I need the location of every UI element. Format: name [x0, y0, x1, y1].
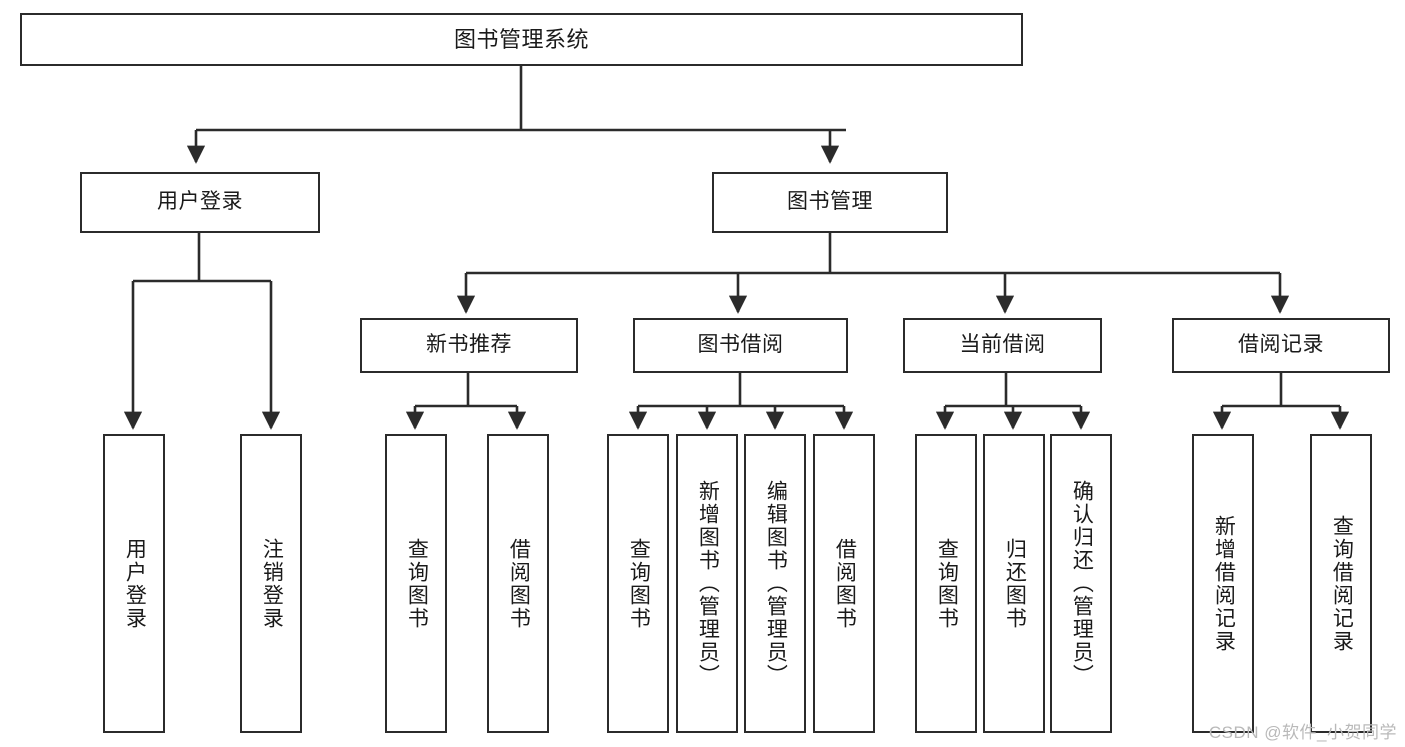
node-book-manage-label: 图书管理: [787, 190, 873, 214]
node-book-borrow-label: 图书借阅: [697, 333, 784, 357]
node-user-login[interactable]: 用户登录: [80, 172, 320, 233]
node-leaf-return-book[interactable]: 归还图书: [983, 434, 1045, 733]
node-leaf-user-login[interactable]: 用户登录: [103, 434, 165, 733]
node-leaf-borrow-book-2[interactable]: 借阅图书: [813, 434, 875, 733]
node-book-manage[interactable]: 图书管理: [712, 172, 948, 233]
node-leaf-user-login-label: 用户登录: [123, 537, 147, 630]
node-leaf-query-book-1[interactable]: 查询图书: [385, 434, 447, 733]
node-leaf-query-book-1-label: 查询图书: [405, 537, 429, 630]
node-leaf-edit-book[interactable]: 编辑图书（管理员）: [744, 434, 806, 733]
node-leaf-add-record-label: 新增借阅记录: [1212, 514, 1236, 653]
node-leaf-query-book-3-label: 查询图书: [935, 537, 959, 630]
node-leaf-borrow-book-2-label: 借阅图书: [833, 537, 857, 630]
node-leaf-return-book-label: 归还图书: [1003, 537, 1027, 630]
node-borrow-record[interactable]: 借阅记录: [1172, 318, 1390, 373]
node-leaf-borrow-book-1-label: 借阅图书: [507, 537, 531, 630]
node-leaf-confirm-return-label: 确认归还（管理员）: [1070, 480, 1094, 687]
node-root-system-label: 图书管理系统: [453, 26, 589, 52]
watermark-text: CSDN @软件_小贺同学: [1208, 723, 1397, 742]
node-book-borrow[interactable]: 图书借阅: [633, 318, 848, 373]
node-leaf-query-book-3[interactable]: 查询图书: [915, 434, 977, 733]
node-leaf-query-record-label: 查询借阅记录: [1330, 514, 1354, 653]
node-leaf-logout-login-label: 注销登录: [260, 537, 284, 630]
node-user-login-label: 用户登录: [157, 190, 243, 214]
node-new-book-recommend[interactable]: 新书推荐: [360, 318, 578, 373]
node-leaf-query-book-2[interactable]: 查询图书: [607, 434, 669, 733]
node-leaf-logout-login[interactable]: 注销登录: [240, 434, 302, 733]
node-leaf-add-record[interactable]: 新增借阅记录: [1192, 434, 1254, 733]
node-leaf-borrow-book-1[interactable]: 借阅图书: [487, 434, 549, 733]
node-root-system[interactable]: 图书管理系统: [20, 13, 1023, 66]
node-leaf-edit-book-label: 编辑图书（管理员）: [764, 480, 788, 687]
node-leaf-query-record[interactable]: 查询借阅记录: [1310, 434, 1372, 733]
node-current-borrow[interactable]: 当前借阅: [903, 318, 1102, 373]
node-current-borrow-label: 当前借阅: [959, 333, 1046, 357]
node-leaf-query-book-2-label: 查询图书: [627, 537, 651, 630]
node-leaf-add-book[interactable]: 新增图书（管理员）: [676, 434, 738, 733]
node-leaf-add-book-label: 新增图书（管理员）: [696, 480, 720, 687]
node-leaf-confirm-return[interactable]: 确认归还（管理员）: [1050, 434, 1112, 733]
node-borrow-record-label: 借阅记录: [1238, 333, 1324, 357]
node-new-book-recommend-label: 新书推荐: [426, 333, 512, 357]
